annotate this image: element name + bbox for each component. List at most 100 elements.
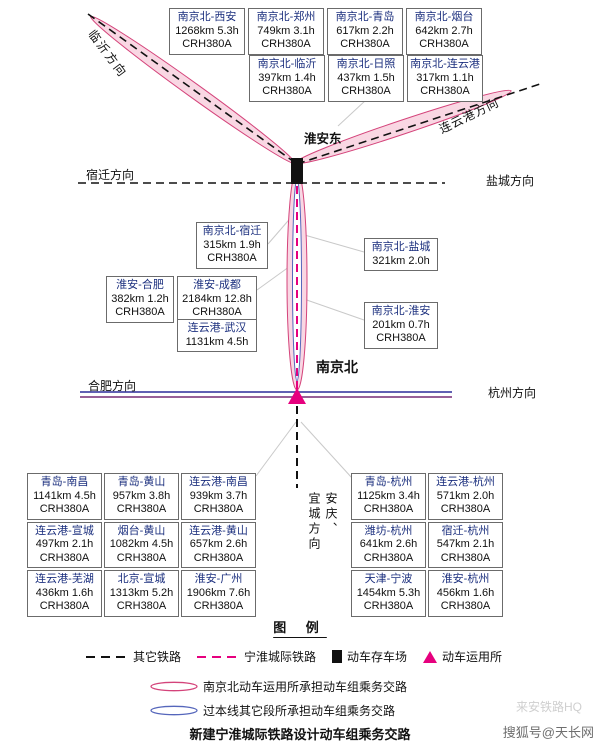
- route-distance-time: 657km 2.6h: [189, 538, 248, 550]
- route-name: 南京北-烟台: [414, 11, 474, 23]
- route-name: 连云港-武汉: [187, 322, 247, 334]
- route-distance-time: 321km 2.0h: [372, 254, 430, 267]
- train-model: CRH380A: [193, 503, 244, 515]
- train-model: CRH380A: [116, 551, 167, 564]
- legend-row-loop-red: 南京北动车运用所承担动车组乘务交路: [150, 678, 407, 695]
- route-box: 连云港-杭州 571km 2.0h CRH380A: [428, 473, 503, 520]
- train-model: CRH380A: [340, 38, 390, 50]
- route-distance-time: 1131km 4.5h: [185, 335, 249, 348]
- legend-row-loop-blue: 过本线其它段所承担动车组乘务交路: [150, 702, 395, 719]
- train-model: CRH380A: [440, 503, 491, 515]
- route-name: 连云港-杭州: [436, 476, 495, 488]
- train-model: CRH380A: [182, 38, 232, 50]
- route-name: 北京-宣城: [117, 573, 166, 585]
- route-distance-time: 1268km 5.3h: [175, 24, 239, 37]
- direction-label-anqing-yicheng: 安庆、 宜城方向: [306, 492, 340, 588]
- legend-item-loop-red: 南京北动车运用所承担动车组乘务交路: [150, 678, 407, 695]
- route-box: 青岛-杭州 1125km 3.4h CRH380A: [351, 473, 426, 520]
- route-name: 青岛-杭州: [364, 476, 413, 488]
- train-model: CRH380A: [440, 600, 491, 612]
- route-box: 连云港-武汉 1131km 4.5h: [177, 319, 257, 352]
- route-distance-time: 2184km 12.8h: [182, 292, 252, 305]
- route-name: 南京北-盐城: [371, 241, 431, 253]
- crew-loop-nanjing-depot: [286, 169, 308, 391]
- train-model: CRH380A: [440, 551, 491, 564]
- train-model: CRH380A: [341, 85, 391, 97]
- train-model: CRH380A: [39, 551, 90, 564]
- train-model: CRH380A: [193, 600, 244, 612]
- direction-label-hangzhou: 杭州方向: [488, 386, 537, 400]
- route-name: 宿迁-杭州: [441, 524, 490, 537]
- direction-label-suqian: 宿迁方向: [86, 168, 135, 182]
- direction-label-anqing-line2: 宜城方向: [307, 492, 321, 552]
- route-name: 南京北-连云港: [410, 58, 480, 70]
- legend-label-loop-red: 南京北动车运用所承担动车组乘务交路: [203, 680, 408, 694]
- route-box-group-top-row1: 南京北-西安 1268km 5.3h CRH380A 南京北-郑州 749km …: [169, 8, 482, 55]
- route-name: 淮安-杭州: [441, 573, 490, 585]
- route-distance-time: 436km 1.6h: [35, 586, 94, 599]
- route-box: 南京北-盐城 321km 2.0h: [364, 238, 438, 271]
- legend-label-other-railway: 其它铁路: [133, 650, 182, 664]
- train-model: CRH380A: [420, 85, 470, 97]
- route-box: 连云港-南昌 939km 3.7h CRH380A: [181, 473, 256, 520]
- train-model: CRH380A: [363, 503, 414, 515]
- nanjing-loop-icon: [150, 681, 198, 692]
- route-name: 南京北-日照: [336, 58, 396, 70]
- route-distance-time: 571km 2.0h: [436, 489, 495, 502]
- route-name: 天津-宁波: [364, 573, 413, 585]
- route-box: 南京北-青岛 617km 2.2h CRH380A: [327, 8, 403, 55]
- route-name: 淮安-成都: [193, 279, 241, 291]
- legend-item-other-railway: 其它铁路: [86, 648, 181, 665]
- crew-loop-other-section: [292, 178, 302, 382]
- storage-yard-marker: [291, 158, 303, 184]
- route-box: 南京北-日照 437km 1.5h CRH380A: [328, 55, 404, 102]
- route-box: 烟台-黄山 1082km 4.5h CRH380A: [104, 521, 179, 568]
- route-box: 天津-宁波 1454km 5.3h CRH380A: [351, 570, 426, 617]
- route-distance-time: 497km 2.1h: [35, 538, 94, 550]
- leader-lines: [255, 99, 367, 479]
- route-box: 连云港-黄山 657km 2.6h CRH380A: [181, 521, 256, 568]
- route-distance-time: 317km 1.1h: [416, 71, 474, 84]
- route-distance-time: 642km 2.7h: [415, 24, 473, 37]
- train-model: CRH380A: [39, 600, 90, 612]
- train-model: CRH380A: [261, 38, 311, 50]
- ninghuai-railway-line-icon: [197, 655, 240, 658]
- train-model: CRH380A: [192, 306, 242, 318]
- route-box: 南京北-西安 1268km 5.3h CRH380A: [169, 8, 245, 55]
- route-name: 南京北-淮安: [371, 305, 431, 317]
- route-box: 南京北-宿迁 315km 1.9h CRH380A: [196, 222, 268, 269]
- route-box-group-top-row2: 南京北-临沂 397km 1.4h CRH380A 南京北-日照 437km 1…: [249, 55, 483, 102]
- train-model: CRH380A: [363, 551, 414, 564]
- route-name: 淮安-合肥: [116, 279, 164, 291]
- route-name: 连云港-南昌: [189, 476, 248, 488]
- route-box: 宿迁-杭州 547km 2.1h CRH380A: [428, 521, 503, 568]
- route-distance-time: 1906km 7.6h: [186, 586, 251, 599]
- legend-label-loop-blue: 过本线其它段所承担动车组乘务交路: [203, 704, 396, 718]
- train-model: CRH380A: [207, 252, 257, 264]
- route-name: 南京北-郑州: [256, 11, 316, 23]
- route-box: 连云港-芜湖 436km 1.6h CRH380A: [27, 570, 102, 617]
- other-railway-line-icon: [86, 655, 128, 658]
- route-distance-time: 382km 1.2h: [111, 292, 169, 305]
- route-distance-time: 547km 2.1h: [436, 538, 495, 550]
- route-box: 青岛-南昌 1141km 4.5h CRH380A: [27, 473, 102, 520]
- route-distance-time: 1082km 4.5h: [109, 538, 174, 550]
- route-box: 连云港-宣城 497km 2.1h CRH380A: [27, 521, 102, 568]
- route-box: 南京北-郑州 749km 3.1h CRH380A: [248, 8, 324, 55]
- route-distance-time: 1454km 5.3h: [356, 586, 421, 599]
- route-distance-time: 397km 1.4h: [258, 71, 316, 84]
- legend-title: 图 例: [273, 620, 327, 635]
- route-name: 连云港-芜湖: [35, 573, 94, 585]
- legend-item-ninghuai-railway: 宁淮城际铁路: [197, 648, 316, 665]
- route-distance-time: 617km 2.2h: [336, 24, 394, 37]
- route-box-group-bottom-left: 青岛-南昌 1141km 4.5h CRH380A 青岛-黄山 957km 3.…: [27, 473, 256, 617]
- legend-item-storage-yard: 动车存车场: [332, 648, 407, 665]
- route-distance-time: 641km 2.6h: [359, 538, 418, 550]
- route-distance-time: 957km 3.8h: [112, 489, 171, 502]
- depot-triangle-marker: [288, 388, 306, 404]
- direction-label-linyi: 临沂方向: [85, 27, 131, 81]
- route-name: 南京北-宿迁: [202, 225, 262, 237]
- route-name: 南京北-西安: [177, 11, 237, 23]
- route-box: 南京北-烟台 642km 2.7h CRH380A: [406, 8, 482, 55]
